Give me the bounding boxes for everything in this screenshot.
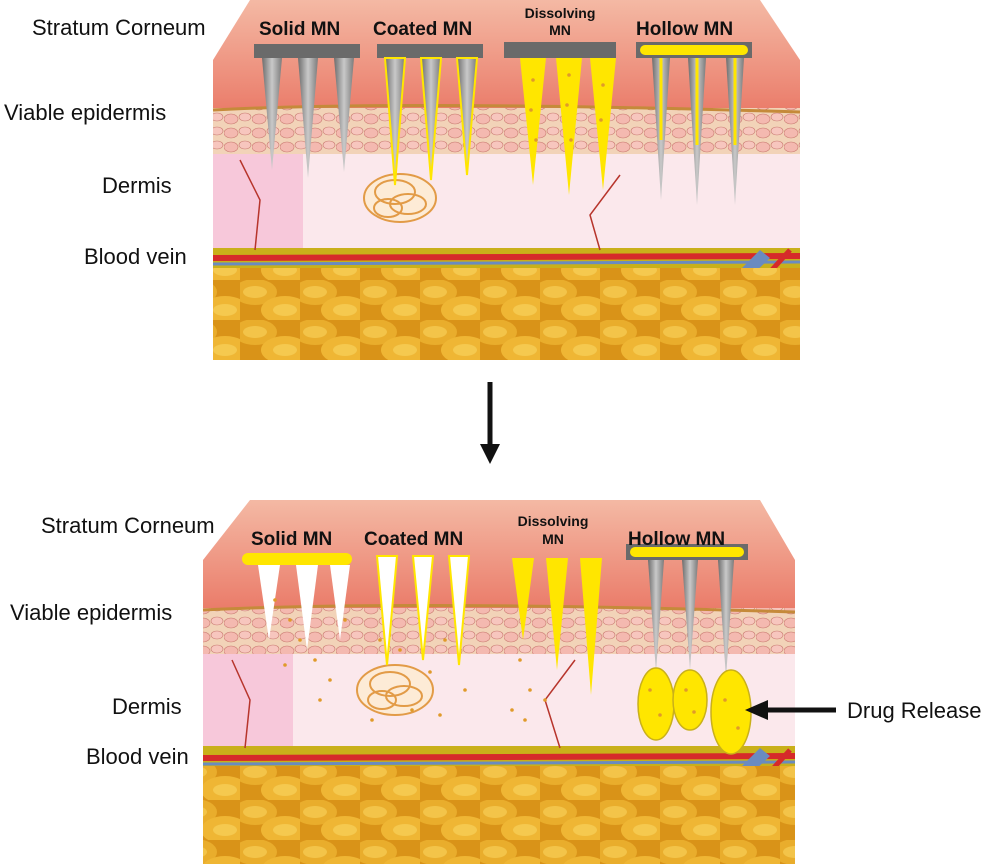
top-coated-microneedle <box>377 44 483 186</box>
bottom-label-coated-mn: Coated MN <box>364 529 463 550</box>
top-label-hollow-mn: Hollow MN <box>636 19 733 40</box>
bottom-label-blood-vein: Blood vein <box>86 744 189 769</box>
transition-arrow <box>480 382 500 464</box>
bottom-label-viable-epidermis: Viable epidermis <box>10 600 172 625</box>
fat-layer <box>203 766 795 864</box>
top-label-blood-vein: Blood vein <box>84 244 187 269</box>
bottom-label-hollow-mn: Hollow MN <box>628 529 725 550</box>
bottom-label-stratum-corneum: Stratum Corneum <box>41 513 215 538</box>
top-label-solid-mn: Solid MN <box>259 19 340 40</box>
top-hollow-microneedle <box>636 42 752 205</box>
top-label-stratum-corneum: Stratum Corneum <box>32 15 206 40</box>
bottom-dissolving-microneedle <box>510 558 602 722</box>
bottom-panel <box>202 500 796 864</box>
bottom-label-solid-mn: Solid MN <box>251 529 332 550</box>
top-label-coated-mn: Coated MN <box>373 19 472 40</box>
drug-depot <box>672 669 708 731</box>
drug-release-label: Drug Release <box>847 698 982 723</box>
arrow-head-icon <box>745 700 768 720</box>
blood-vein <box>212 253 801 261</box>
top-panel <box>212 0 801 360</box>
bottom-label-dermis: Dermis <box>112 694 182 719</box>
bottom-coated-microneedle <box>370 555 471 722</box>
drug-depot <box>637 667 675 741</box>
blood-vein <box>202 753 796 761</box>
epidermis-layer <box>203 608 795 654</box>
top-label-dermis: Dermis <box>102 173 172 198</box>
fat-layer <box>213 268 800 360</box>
dermis-layer <box>213 154 800 250</box>
top-solid-microneedle <box>254 44 360 178</box>
capillary-tangle <box>363 173 437 223</box>
drug-release-callout: Drug Release <box>745 698 982 723</box>
bottom-label-dissolving-mn: MN <box>542 531 564 547</box>
bottom-solid-microneedle <box>242 553 352 702</box>
capillary-tangle <box>356 664 434 716</box>
epidermis-layer <box>213 108 800 154</box>
top-label-viable-epidermis: Viable epidermis <box>4 100 166 125</box>
bottom-hollow-microneedle <box>626 544 752 755</box>
top-label-dissolving-mn: MN <box>549 22 571 38</box>
stratum-corneum-layer <box>203 500 795 612</box>
drug-depot <box>710 669 752 755</box>
top-dissolving-microneedle <box>504 42 616 195</box>
top-label-dissolving: Dissolving <box>525 5 596 21</box>
bottom-label-dissolving: Dissolving <box>518 513 589 529</box>
